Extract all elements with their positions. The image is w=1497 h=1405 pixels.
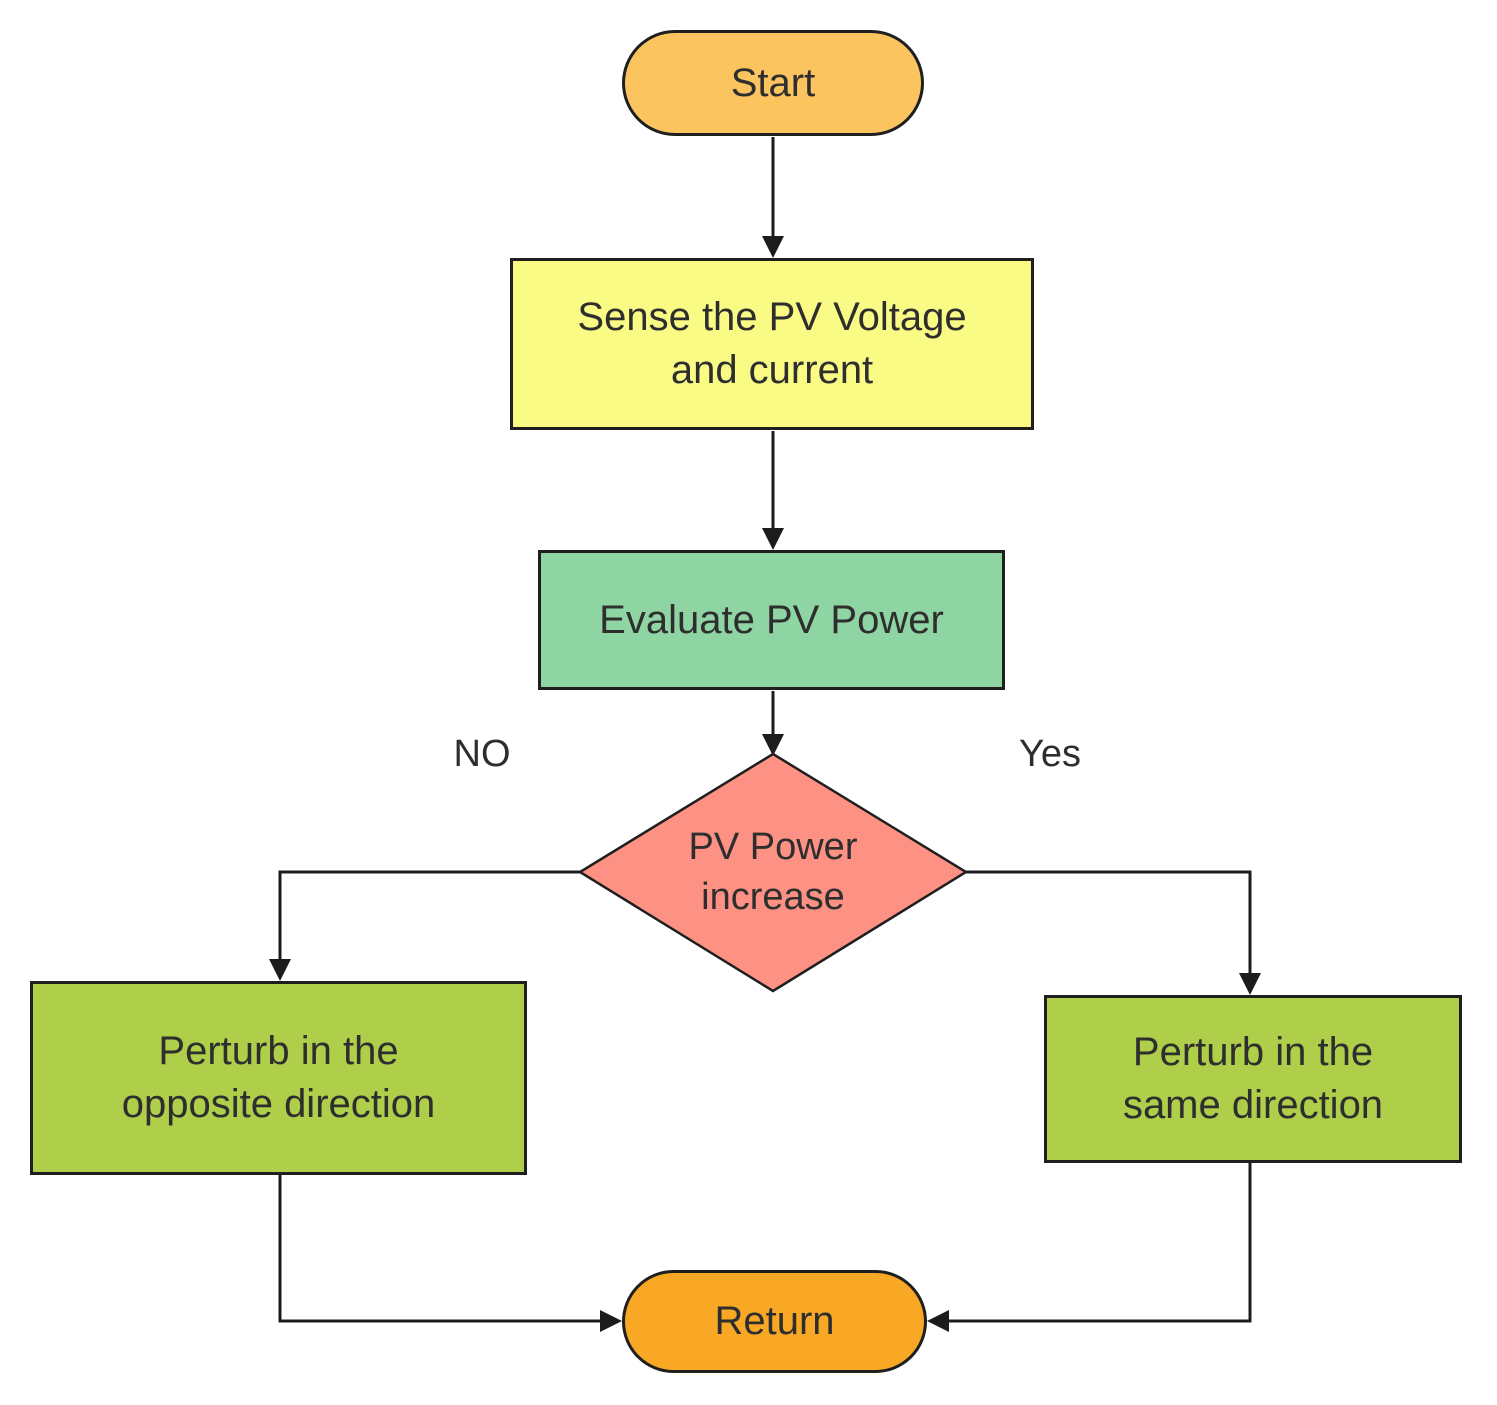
edge-same-return xyxy=(943,1163,1252,1323)
edge-label-yes: Yes xyxy=(1019,733,1081,775)
node-perturb-same-label-line1: Perturb in the xyxy=(1132,1030,1374,1075)
node-sense: Sense the PV Voltage and current xyxy=(510,258,1034,430)
node-sense-label-line1: Sense the PV Voltage xyxy=(577,295,967,340)
node-start: Start xyxy=(622,30,924,136)
node-perturb-opposite-label-line2: opposite direction xyxy=(121,1082,436,1126)
edge-decision-opposite xyxy=(278,870,580,965)
arrowhead-sense-evaluate xyxy=(762,528,784,550)
node-decision-shape xyxy=(577,752,969,993)
node-perturb-same-label-line2: same direction xyxy=(1122,1083,1384,1127)
node-start-label: Start xyxy=(730,60,816,105)
arrowhead-start-sense xyxy=(762,236,784,258)
node-decision-label-line2: increase xyxy=(701,875,845,918)
node-return: Return xyxy=(622,1270,927,1373)
node-decision-label-line1: PV Power xyxy=(688,826,858,869)
node-return-label: Return xyxy=(714,1299,835,1344)
node-sense-label-line2: and current xyxy=(670,348,874,392)
arrowhead-opposite-return xyxy=(600,1310,622,1332)
node-perturb-same: Perturb in the same direction xyxy=(1044,995,1462,1163)
edge-decision-same xyxy=(966,870,1252,979)
arrowhead-evaluate-decision xyxy=(762,734,784,756)
node-evaluate: Evaluate PV Power xyxy=(538,550,1005,690)
arrowhead-decision-opposite xyxy=(269,959,291,981)
arrowhead-same-return xyxy=(927,1310,949,1332)
arrowhead-decision-same xyxy=(1239,973,1261,995)
node-perturb-opposite: Perturb in the opposite direction xyxy=(30,981,527,1175)
edge-opposite-return xyxy=(278,1175,606,1323)
node-perturb-opposite-label-line1: Perturb in the xyxy=(158,1029,399,1074)
edge-label-no: NO xyxy=(453,733,511,775)
node-decision-label: PV Power increase xyxy=(580,754,966,991)
node-evaluate-label: Evaluate PV Power xyxy=(599,597,944,642)
